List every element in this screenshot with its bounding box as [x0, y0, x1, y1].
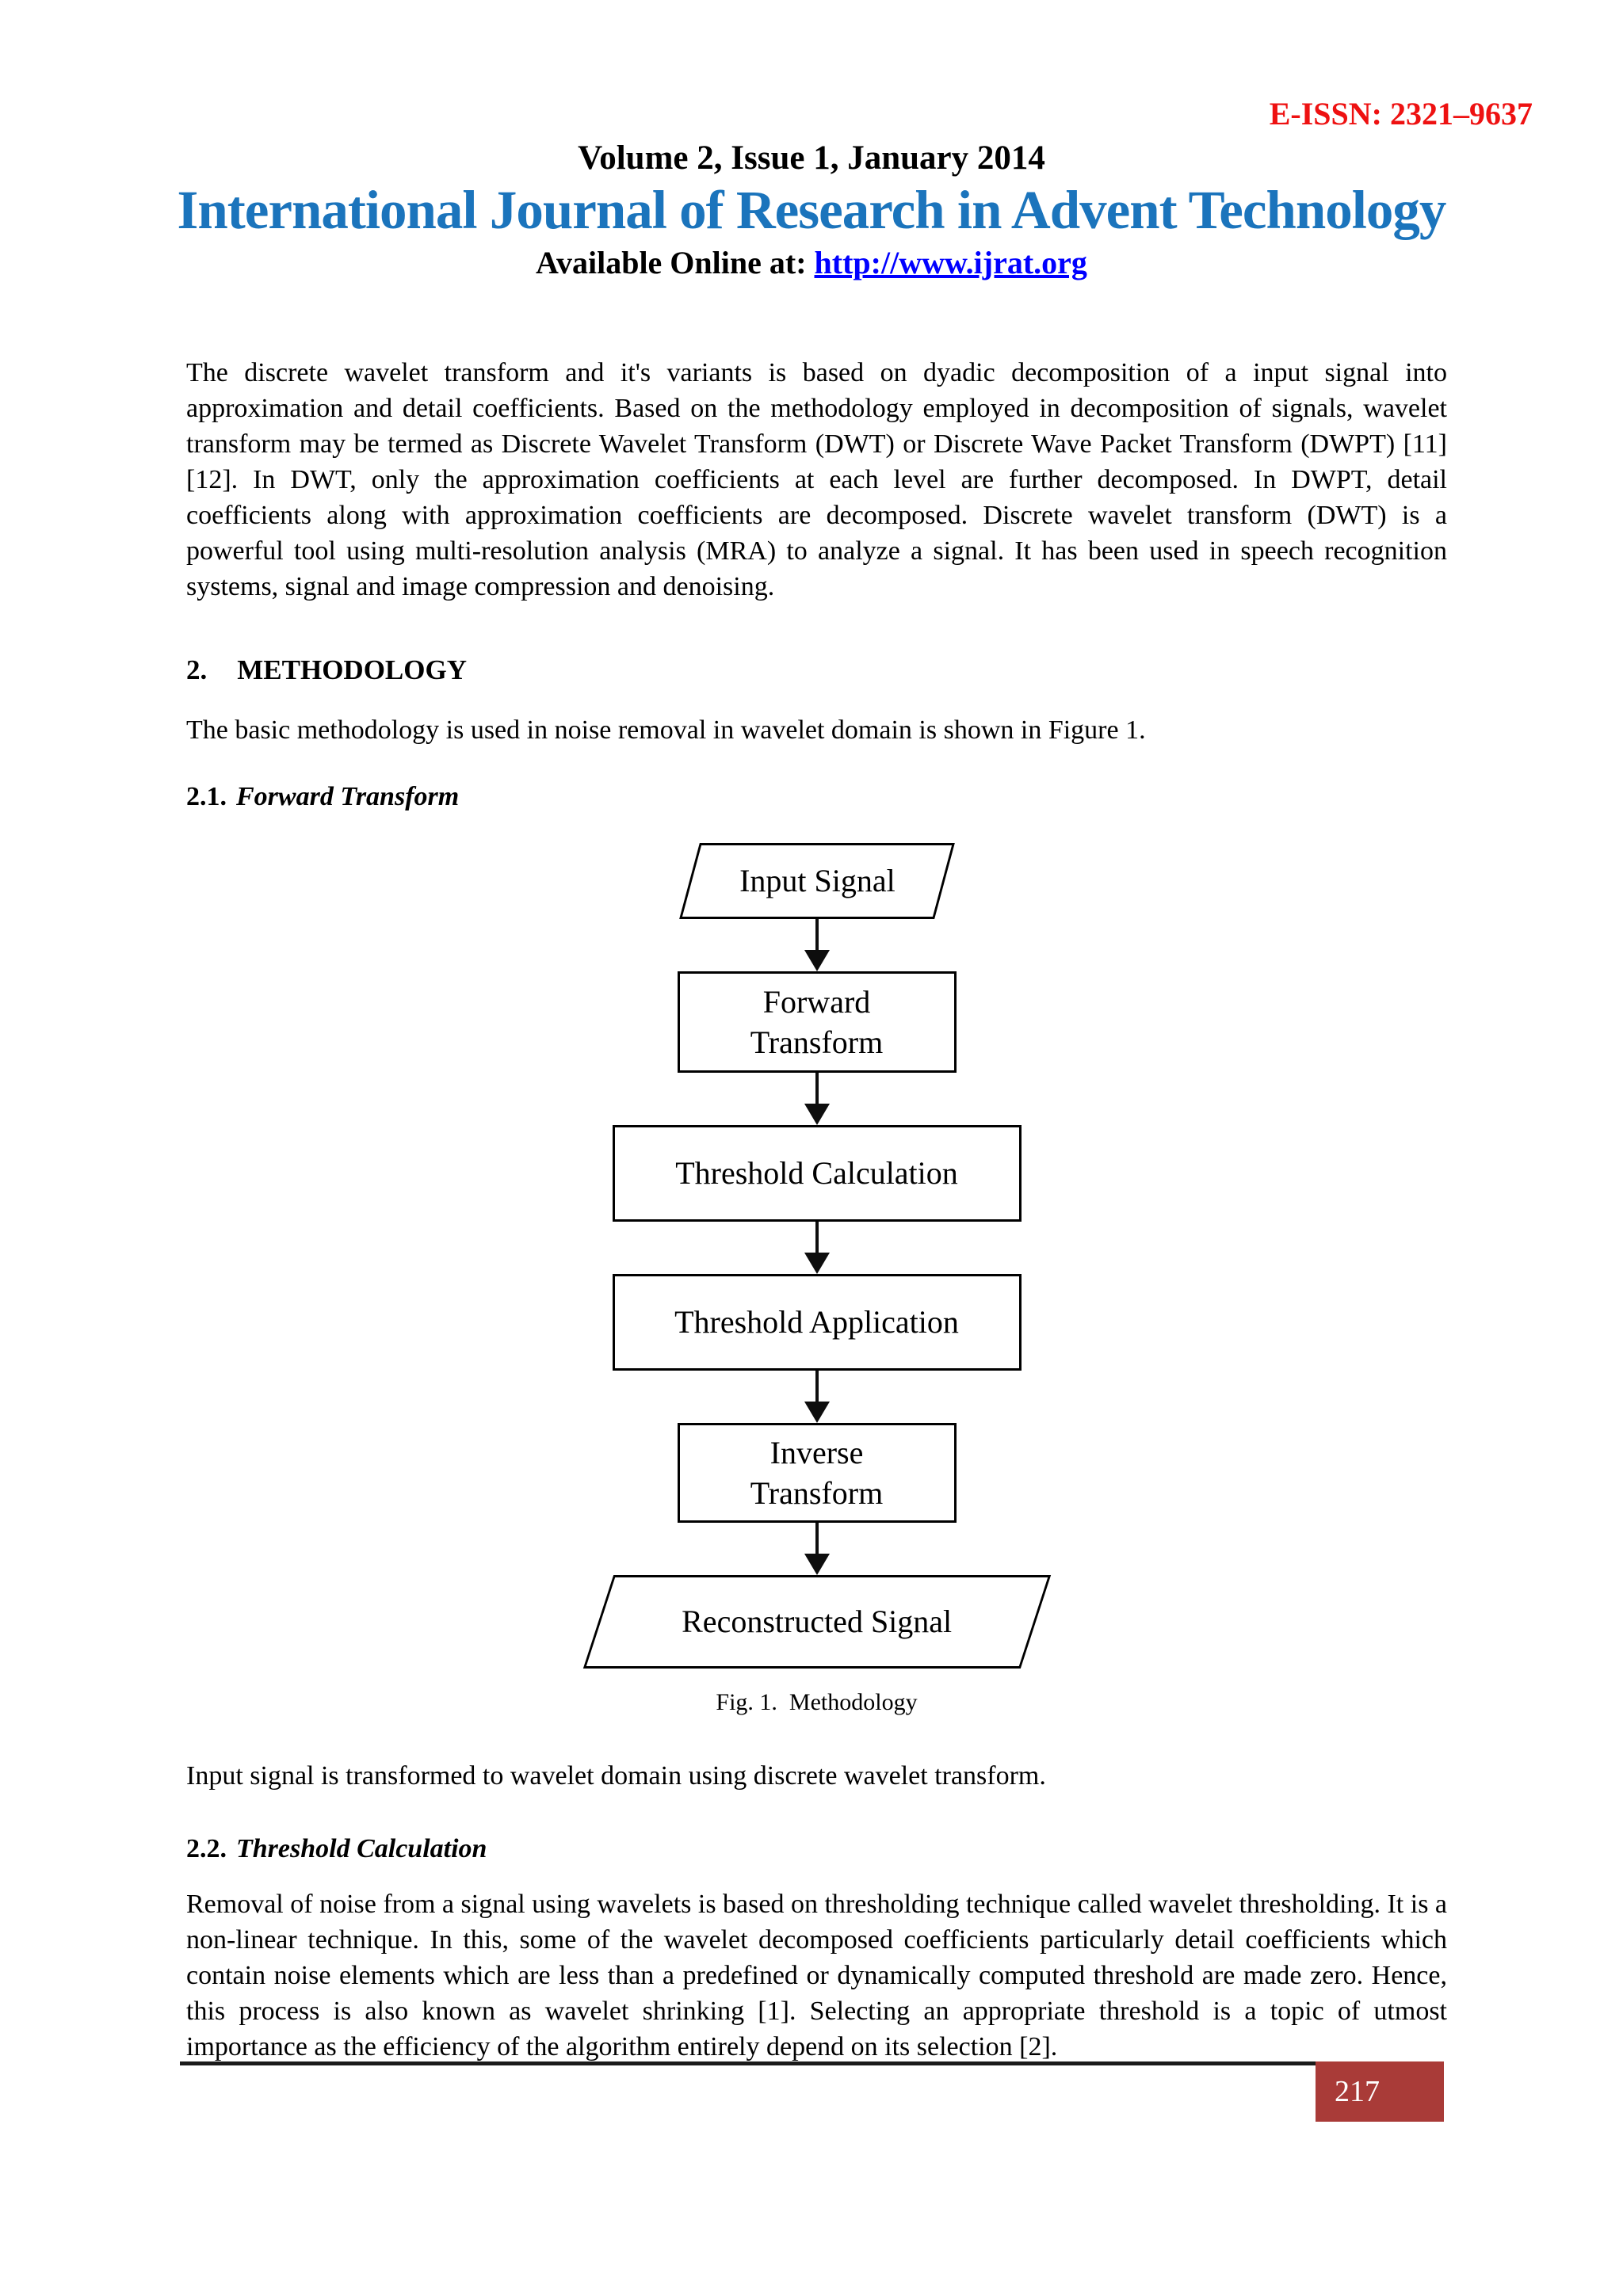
flowchart-node-threshold-calculation: Threshold Calculation [612, 1125, 1022, 1222]
flowchart-node-inverse-transform: Inverse Transform [677, 1423, 957, 1523]
flowchart-node-reconstructed-signal-label: Reconstructed Signal [681, 1604, 953, 1640]
flowchart-node-forward-transform-label: Forward Transform [750, 983, 884, 1060]
flow-arrow-down-icon [815, 1523, 819, 1554]
page-number: 217 [1335, 2075, 1380, 2108]
available-online-prefix: Available Online at: [536, 245, 815, 280]
flow-arrow-down-icon [815, 1222, 819, 1253]
threshold-calculation-paragraph: Removal of noise from a signal using wav… [186, 1890, 1448, 2061]
page-body: The discrete wavelet transform and it's … [186, 355, 1447, 2065]
figure-1-flowchart: Input Signal Forward Transform Threshold… [186, 843, 1447, 1715]
page-number-box: 217 [1316, 2061, 1444, 2122]
methodology-intro-text: The basic methodology is used in noise r… [186, 715, 1146, 745]
flow-arrow-down-icon [815, 1371, 819, 1402]
volume-issue-line: Volume 2, Issue 1, January 2014 [578, 139, 1045, 177]
threshold-calculation-heading-title: Threshold Calculation [236, 1834, 487, 1863]
eissn-label: E-ISSN: 2321–9637 [1269, 96, 1533, 132]
flow-arrow-down-icon [815, 919, 819, 951]
methodology-heading: 2. METHODOLOGY [186, 652, 1447, 688]
flowchart-node-inverse-transform-label: Inverse Transform [750, 1434, 884, 1511]
journal-url-link[interactable]: http://www.ijrat.org [814, 245, 1087, 280]
after-figure-text: Input signal is transformed to wavelet d… [186, 1761, 1046, 1791]
forward-transform-heading-number: 2.1. [186, 782, 227, 811]
flow-arrow-down-icon [815, 1073, 819, 1104]
flowchart-node-threshold-application: Threshold Application [612, 1274, 1022, 1371]
methodology-heading-title: METHODOLOGY [237, 654, 467, 685]
threshold-calculation-heading: 2.2. Threshold Calculation [186, 1832, 1447, 1867]
flowchart-node-threshold-application-label: Threshold Application [674, 1304, 959, 1341]
forward-transform-heading-title: Forward Transform [236, 782, 460, 811]
flowchart-node-input-signal-label: Input Signal [739, 863, 895, 899]
figure-1-caption: Fig. 1. Methodology [716, 1689, 918, 1715]
forward-transform-heading: 2.1. Forward Transform [186, 780, 1447, 814]
intro-paragraph: The discrete wavelet transform and it's … [186, 358, 1447, 601]
journal-title: International Journal of Research in Adv… [177, 180, 1447, 240]
footer-rule [180, 2061, 1316, 2065]
methodology-heading-number: 2. [186, 654, 208, 685]
threshold-calculation-heading-number: 2.2. [186, 1834, 227, 1863]
flowchart-node-input-signal: Input Signal [678, 843, 955, 919]
flowchart-node-forward-transform: Forward Transform [677, 971, 957, 1073]
flowchart-node-threshold-calculation-label: Threshold Calculation [675, 1155, 958, 1192]
page-footer: 217 [180, 2061, 1444, 2122]
available-online-line: Available Online at: http://www.ijrat.or… [0, 247, 1623, 279]
flowchart-node-reconstructed-signal: Reconstructed Signal [582, 1575, 1051, 1669]
